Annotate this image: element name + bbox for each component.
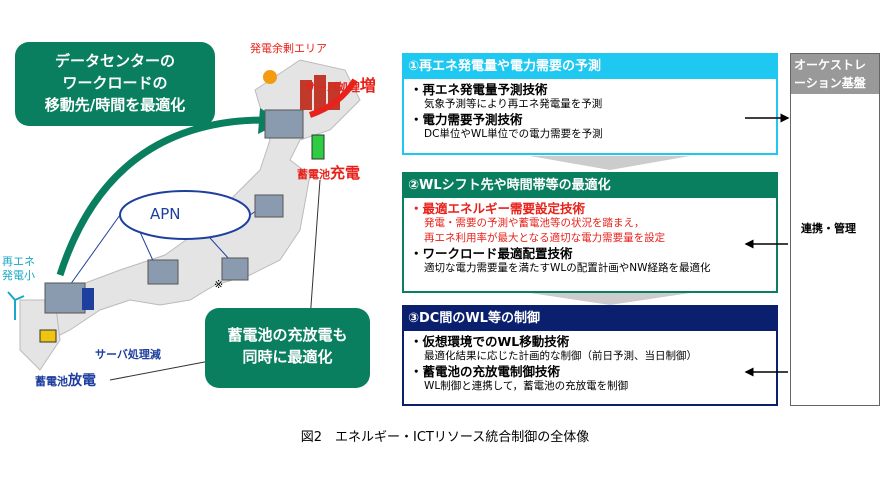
callout-line: 同時に最適化 — [242, 348, 333, 366]
callout-pointer — [109, 359, 216, 381]
link-manage-label: 連携・管理 — [801, 222, 856, 235]
datacenter-building-icons — [44, 109, 304, 314]
label-emphasis: 増 — [359, 76, 376, 95]
apn-ellipse — [119, 190, 251, 240]
label-text: サーバ処理 — [305, 81, 360, 94]
connection-arrows — [744, 113, 790, 377]
battery-charge-label: 蓄電池充電 — [297, 162, 360, 183]
label-emphasis: 充電 — [330, 164, 361, 182]
japan-map-illustration — [7, 59, 361, 381]
label-text: 蓄電池 — [297, 168, 330, 181]
migration-arrow — [56, 116, 266, 277]
callout-line: ワークロードの — [62, 74, 168, 92]
server-increase-label: サーバ処理増 — [305, 72, 376, 96]
flow-arrow-down — [530, 293, 690, 305]
label-text: 蓄電池 — [35, 375, 68, 388]
section-title: ③DC間のWL等の制御 — [404, 307, 776, 331]
tech-desc: DC単位やWL単位での電力需要を予測 — [424, 128, 603, 140]
battery-discharged-icon — [39, 329, 57, 343]
title-line: ーション基盤 — [794, 76, 866, 90]
flow-arrow-down — [530, 156, 690, 170]
section-optimization: ②WLシフト先や時間帯等の最適化 ・最適エネルギー需要設定技術 発電・需要の予測… — [402, 172, 778, 293]
callout-battery-optimization: 蓄電池の充放電も 同時に最適化 — [205, 308, 370, 388]
tech-desc: WL制御と連携して，蓄電池の充放電を制御 — [424, 380, 629, 392]
tech-name: ・仮想環境でのWL移動技術 — [410, 334, 570, 349]
battery-discharge-label: 蓄電池放電 — [35, 370, 96, 390]
section-control: ③DC間のWL等の制御 ・仮想環境でのWL移動技術 最適化結果に応じた計画的な制… — [402, 305, 778, 406]
section-title: ②WLシフト先や時間帯等の最適化 — [404, 174, 776, 198]
sun-icon — [263, 70, 277, 84]
label-emphasis: 放電 — [68, 373, 96, 389]
tech-desc: 発電・需要の予測や蓄電池等の状況を踏まえ， — [424, 217, 645, 229]
tech-desc: 最適化結果に応じた計画的な制御（前日予測、当日制御） — [424, 350, 697, 362]
callout-line: 蓄電池の充放電も — [227, 326, 348, 344]
tech-name: ・再エネ発電量予測技術 — [410, 82, 548, 97]
tech-desc: 気象予測等により再エネ発電量を予測 — [424, 98, 603, 110]
label-line: 再エネ — [2, 255, 35, 268]
section-forecast: ①再エネ発電量や電力需要の予測 ・再エネ発電量予測技術 気象予測等により再エネ発… — [402, 53, 778, 155]
figure-caption: 図2 エネルギー・ICTリソース統合制御の全体像 — [300, 430, 590, 445]
orchestration-platform: オーケストレ ーション基盤 連携・管理 — [790, 53, 880, 406]
renewable-low-label: 再エネ発電小 — [2, 255, 35, 283]
section-title: ①再エネ発電量や電力需要の予測 — [404, 55, 776, 79]
tech-name: ・ワークロード最適配置技術 — [410, 246, 573, 261]
title-line: オーケストレ — [794, 58, 867, 72]
tech-name: ・最適エネルギー需要設定技術 — [410, 201, 586, 216]
battery-charged-icon — [311, 134, 325, 160]
note-mark: ※ — [214, 278, 224, 291]
tech-desc: 再エネ利用率が最大となる適切な電力需要量を設定 — [424, 232, 666, 244]
apn-label: APN — [150, 205, 181, 223]
callout-line: 移動先/時間を最適化 — [44, 96, 186, 114]
increase-arrow-icon — [309, 78, 358, 118]
orchestration-title: オーケストレ ーション基盤 — [791, 54, 879, 94]
surplus-area-label: 発電余剰エリア — [250, 42, 327, 55]
callout-line: データセンターの — [54, 52, 175, 70]
tech-desc: 適切な電力需要量を満たすWLの配置計画やNW経路を最適化 — [424, 262, 711, 274]
tech-name: ・蓄電池の充放電制御技術 — [410, 364, 561, 379]
label-line: 発電小 — [2, 269, 35, 282]
server-decrease-label: サーバ処理減 — [95, 348, 161, 361]
wind-turbine-icon — [7, 291, 25, 320]
tech-name: ・電力需要予測技術 — [410, 112, 523, 127]
callout-workload-optimization: データセンターの ワークロードの 移動先/時間を最適化 — [15, 42, 215, 126]
